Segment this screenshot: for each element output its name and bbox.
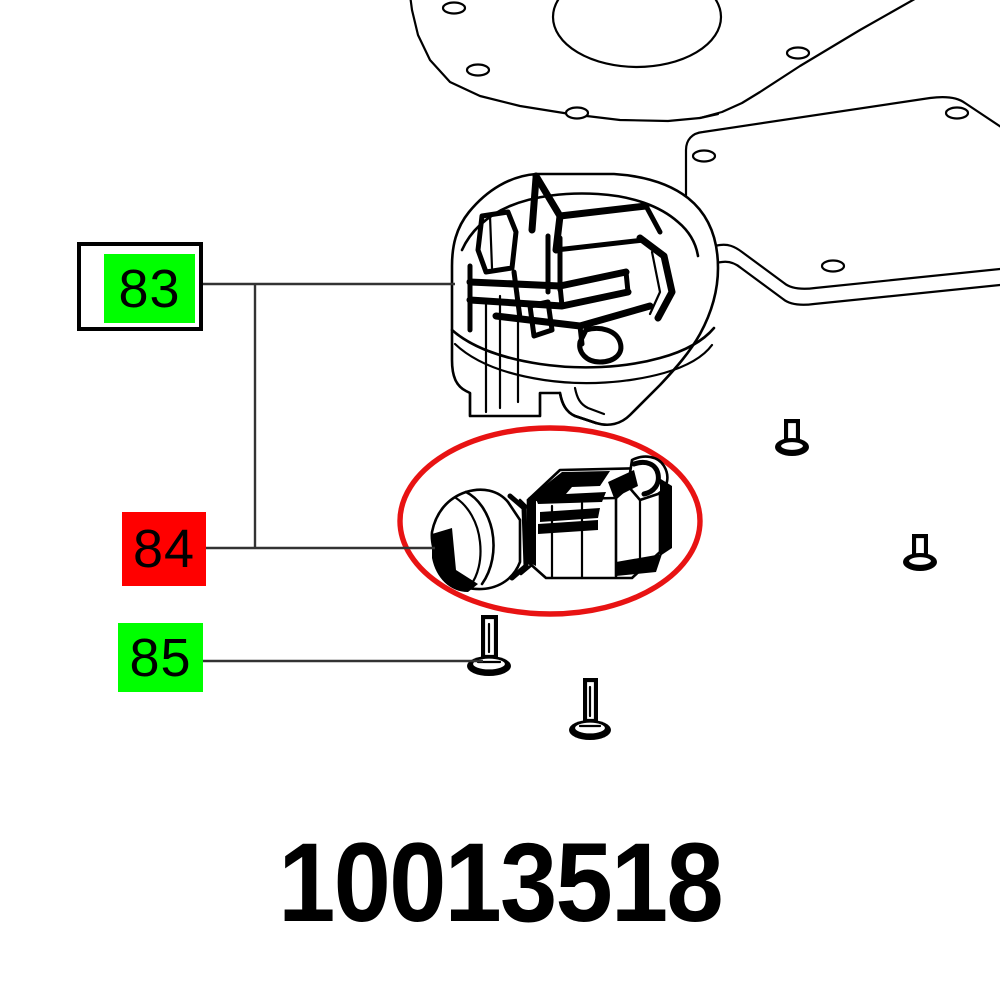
- screw-lower-right: [903, 534, 937, 571]
- screw-upper-right: [775, 419, 809, 456]
- highlight-ellipse: [397, 425, 703, 617]
- base-plate: [409, 0, 960, 123]
- housing-internal-ribs: [466, 172, 676, 365]
- part-number: 10013518: [278, 820, 724, 945]
- callout-84[interactable]: 84: [122, 512, 206, 586]
- callout-83-label: 83: [118, 258, 181, 319]
- callout-83[interactable]: 83: [77, 242, 203, 331]
- screw-center: [569, 678, 611, 740]
- callout-85-label: 85: [129, 627, 192, 688]
- callout-84-label: 84: [132, 519, 196, 579]
- switch-assembly-part-84: [430, 455, 672, 592]
- callout-83-fill: 83: [104, 254, 195, 323]
- callout-85[interactable]: 85: [118, 623, 203, 692]
- screw-part-85: [467, 615, 511, 676]
- leader-lines: [199, 282, 483, 663]
- cover-plate-holes: [691, 106, 970, 273]
- cover-plate: [684, 95, 1000, 306]
- housing-cover-part-83: [450, 172, 720, 427]
